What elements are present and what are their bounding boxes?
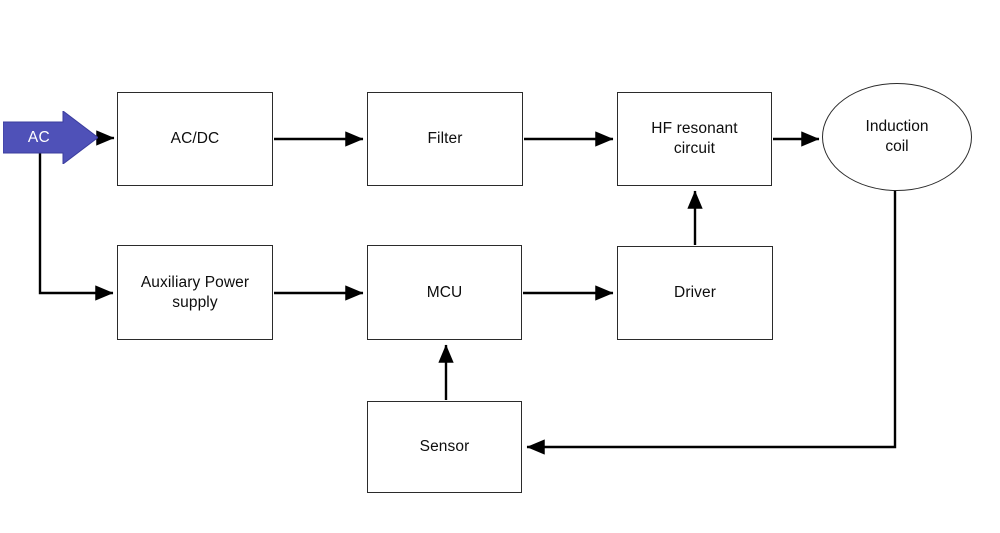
block-filter[interactable]: Filter [367,92,523,186]
ac-input-label: AC [27,128,51,146]
block-ac-dc[interactable]: AC/DC [117,92,273,186]
block-mcu[interactable]: MCU [367,245,522,340]
connector-ac-tap-to-aux [38,152,114,301]
block-label-driver: Driver [674,284,716,302]
block-label-induction: Induction coil [865,118,929,155]
block-driver[interactable]: Driver [617,246,773,340]
block-aux-power[interactable]: Auxiliary Power supply [117,245,273,340]
block-induction[interactable]: Induction coil [822,83,972,191]
block-label-filter: Filter [427,130,463,148]
block-label-ac-dc: AC/DC [170,130,220,148]
block-label-sensor: Sensor [419,438,470,456]
block-label-mcu: MCU [426,283,463,301]
block-label-aux-power: Auxiliary Power supply [140,273,250,311]
ac-input-arrow: AC [3,111,98,164]
block-hf-resonant[interactable]: HF resonant circuit [617,92,772,186]
ac-arrow-shape [3,111,98,164]
block-label-hf-resonant: HF resonant circuit [651,120,738,157]
block-sensor[interactable]: Sensor [367,401,522,493]
